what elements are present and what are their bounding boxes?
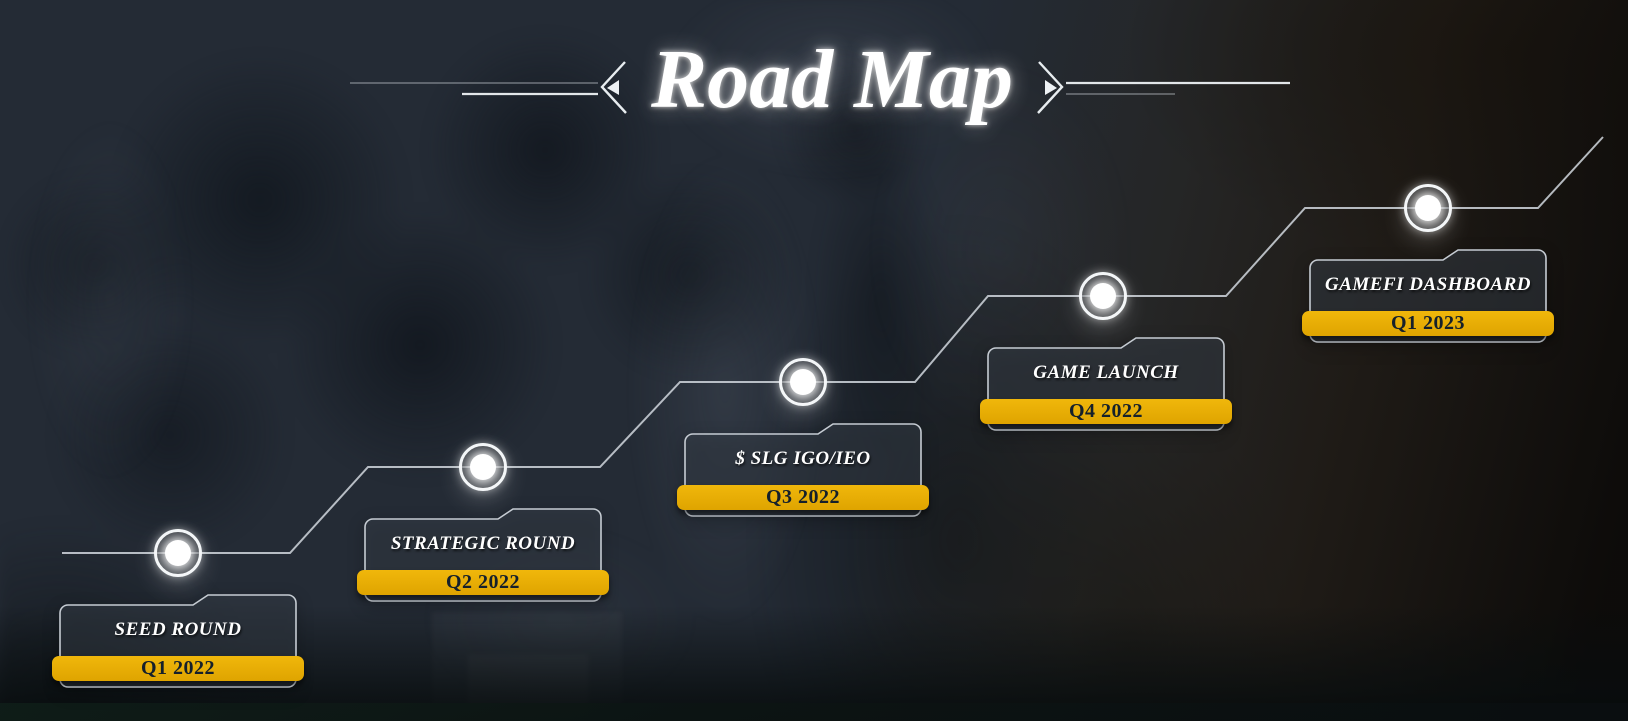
milestone-card: STRATEGIC ROUND Q2 2022: [357, 507, 609, 607]
milestone-node-icon: [779, 358, 827, 406]
right-divider-arrow-icon: [1037, 61, 1290, 114]
milestone-card: GAME LAUNCH Q4 2022: [980, 336, 1232, 436]
milestone-node-icon: [459, 443, 507, 491]
milestone-quarter-badge: Q1 2023: [1302, 311, 1554, 336]
milestone-title: SEED ROUND: [114, 619, 242, 640]
milestone-node-core-icon: [470, 454, 496, 480]
milestone-quarter-badge: Q3 2022: [677, 485, 929, 510]
milestone-node-core-icon: [165, 540, 191, 566]
milestone-card: GAMEFI DASHBOARD Q1 2023: [1302, 248, 1554, 348]
milestone-node-core-icon: [1415, 195, 1441, 221]
milestone-card: $ SLG IGO/IEO Q3 2022: [677, 422, 929, 522]
milestone-title: GAMEFI DASHBOARD: [1325, 274, 1531, 295]
left-divider-arrow-icon: [350, 61, 627, 114]
milestone-title: STRATEGIC ROUND: [390, 533, 576, 554]
milestone-title: $ SLG IGO/IEO: [735, 448, 871, 469]
milestone-quarter-badge: Q2 2022: [357, 570, 609, 595]
milestone-node-icon: [1404, 184, 1452, 232]
milestone-node-core-icon: [790, 369, 816, 395]
milestone-node-icon: [154, 529, 202, 577]
milestone-title: GAME LAUNCH: [1033, 362, 1179, 383]
milestone-quarter-badge: Q4 2022: [980, 399, 1232, 424]
milestone-node-core-icon: [1090, 283, 1116, 309]
milestone-quarter-badge: Q1 2022: [52, 656, 304, 681]
milestone-node-icon: [1079, 272, 1127, 320]
page-title: Road Map: [651, 33, 1013, 126]
header: Road Map: [0, 0, 1628, 190]
milestone-card: SEED ROUND Q1 2022: [52, 593, 304, 693]
title-divider-icons: [350, 61, 1290, 114]
